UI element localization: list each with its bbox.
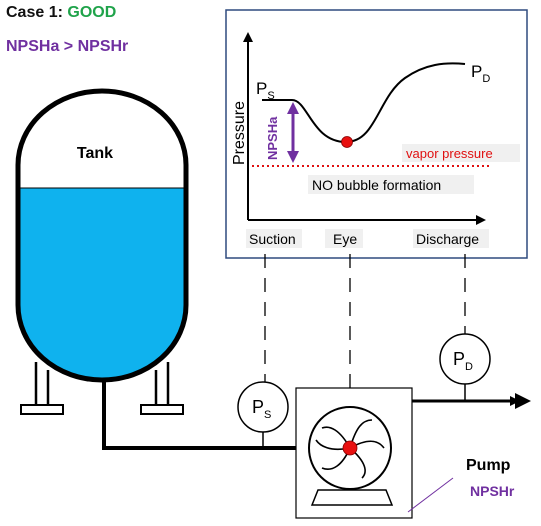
x-label-eye-bg [325, 229, 363, 248]
npshr-label: NPSHr [470, 483, 515, 499]
tank-label: Tank [77, 145, 113, 162]
tank-leg-left [34, 362, 50, 408]
npsh-condition: NPSHa > NPSHr [6, 38, 129, 55]
x-label-eye: Eye [333, 231, 357, 247]
x-label-discharge-bg [413, 229, 489, 248]
pd-chart-label: PD [471, 62, 490, 85]
pump-base [310, 489, 394, 506]
bubble-formation-label: NO bubble formation [312, 177, 441, 193]
tank-water [18, 188, 186, 380]
npsha-label: NPSHa [265, 116, 280, 160]
eye-pressure-point [341, 136, 353, 148]
x-label-suction-bg [246, 229, 302, 248]
y-axis-label: Pressure [231, 101, 248, 165]
discharge-gauge-dial [439, 333, 491, 385]
case-title: Case 1: GOOD [6, 4, 116, 22]
pd-chart-sub: D [482, 73, 490, 85]
suction-gauge-label: PS [252, 397, 271, 421]
pressure-chart: Pressure PS PD NPSHa vapor pressure NO b… [225, 9, 528, 259]
x-label-suction: Suction [249, 231, 296, 247]
suction-gauge-p: P [252, 397, 264, 417]
vapor-pressure-label: vapor pressure [406, 146, 493, 161]
tank-foot-left [20, 404, 64, 415]
npshr-leader [407, 477, 454, 513]
ps-chart-label: PS [256, 79, 275, 102]
suction-gauge-sub: S [264, 409, 271, 421]
tank-leg-right [154, 362, 170, 408]
npsha-arrow-down [287, 151, 299, 163]
vapor-label-bg [402, 144, 520, 162]
discharge-gauge-p: P [453, 349, 465, 369]
pump: Pump NPSHr [295, 387, 515, 519]
npsha-arrow-up [287, 102, 299, 114]
discharge-gauge: PD [439, 333, 491, 401]
discharge-gauge-label: PD [453, 349, 473, 373]
case-label: Case 1: [6, 4, 63, 21]
discharge-gauge-sub: D [465, 361, 473, 373]
x-label-discharge: Discharge [416, 231, 479, 247]
tank: Tank [15, 88, 189, 415]
suction-gauge-dial [237, 381, 289, 433]
discharge-arrow-head [515, 393, 531, 409]
pump-label: Pump [466, 457, 511, 474]
tank-shell [15, 88, 189, 383]
suction-pipe [102, 380, 300, 450]
ps-chart-sub: S [267, 90, 274, 102]
pump-eye-dot [342, 440, 358, 456]
suction-gauge: PS [237, 381, 289, 448]
pd-chart-p: P [471, 62, 482, 81]
case-result: GOOD [67, 4, 117, 21]
bubble-label-bg [308, 175, 474, 194]
ps-chart-p: P [256, 79, 267, 98]
pressure-curve [262, 62, 466, 144]
tank-foot-right [140, 404, 184, 415]
